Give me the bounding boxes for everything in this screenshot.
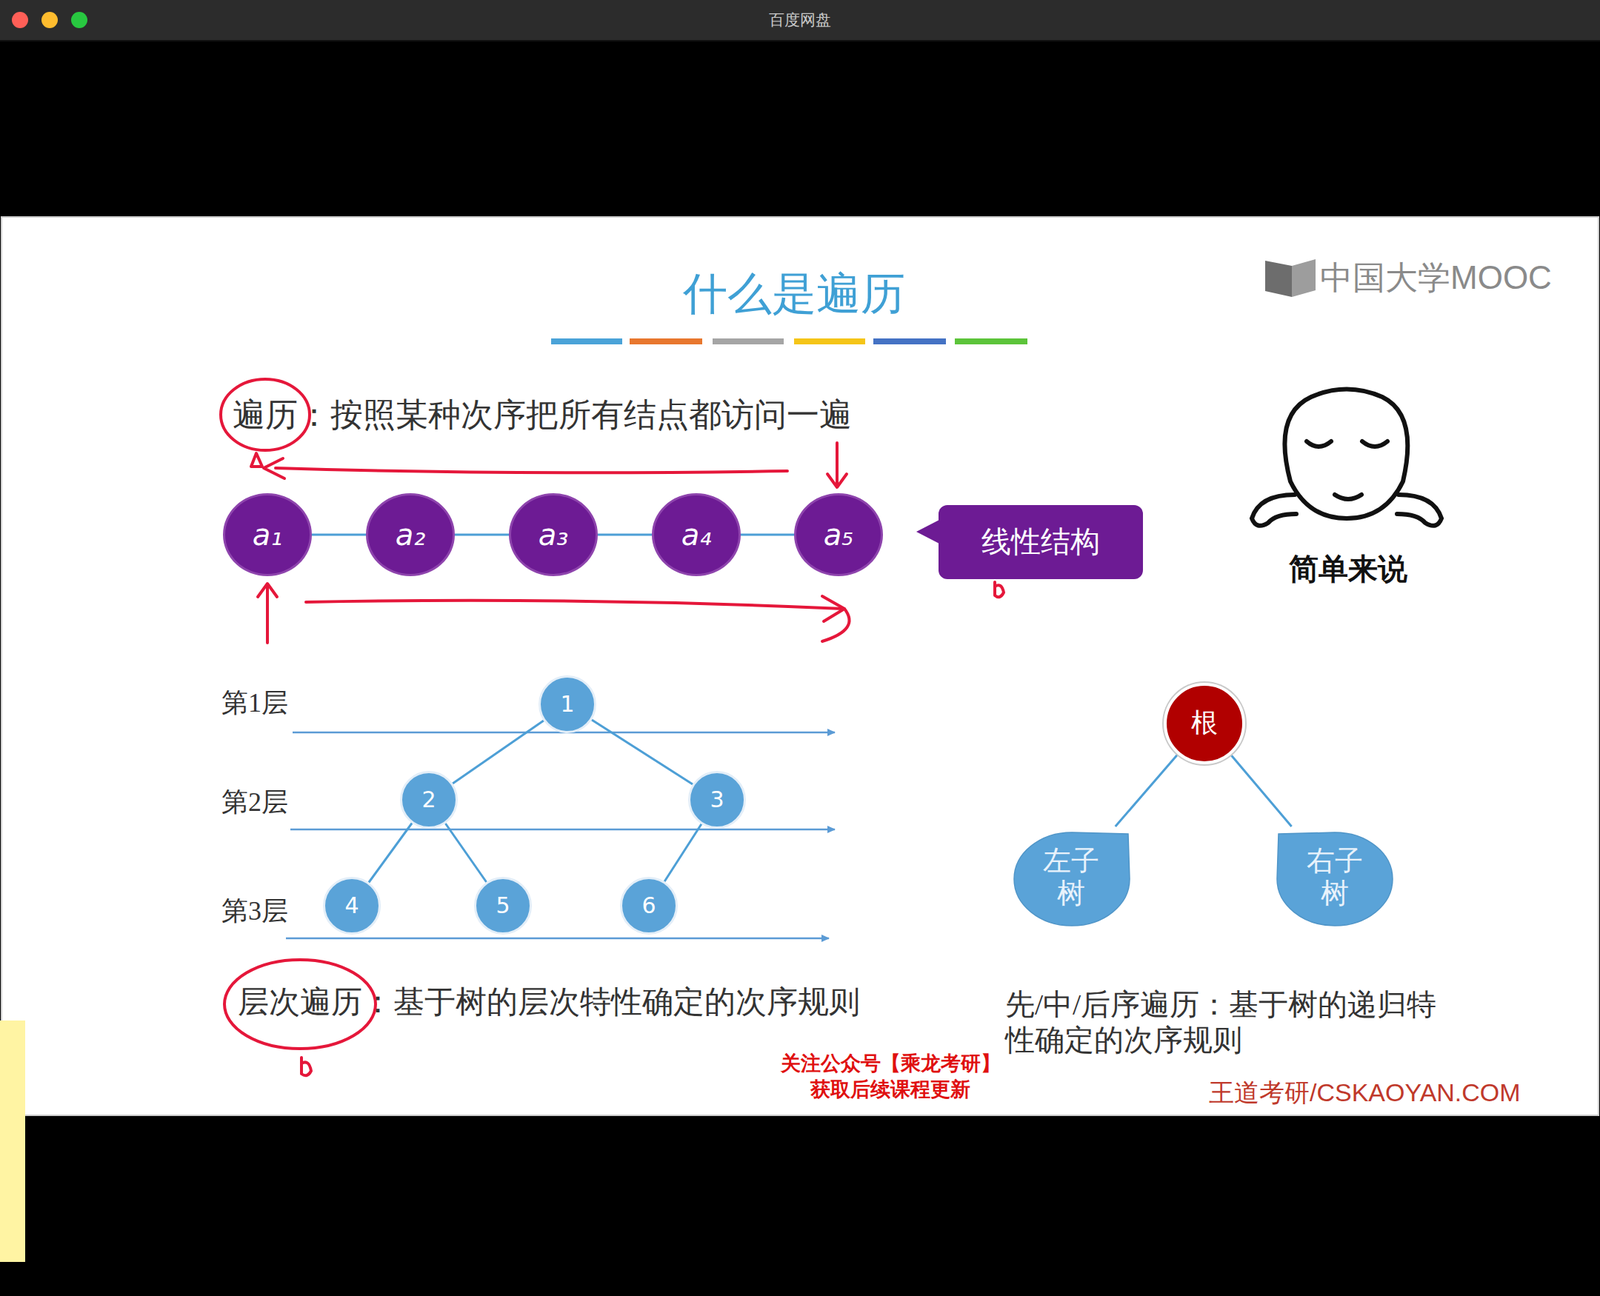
callout-box-text: 线性结构	[981, 525, 1100, 560]
tree-node-text: 1	[560, 691, 575, 718]
callout-box: 线性结构	[938, 505, 1143, 580]
connector	[591, 720, 693, 785]
connector	[445, 823, 486, 883]
promo-note: 获取后续课程更新	[810, 1077, 971, 1103]
sticky-strip	[0, 1020, 26, 1263]
promo-note: 关注公众号【乘龙考研】	[780, 1051, 1001, 1078]
connector	[740, 534, 795, 537]
level-label: 第2层	[221, 785, 289, 820]
minimize-button	[41, 11, 58, 29]
slide	[1, 217, 1599, 1116]
tree-node: 5	[474, 877, 532, 935]
tree-node-text: 6	[641, 893, 656, 920]
definition-text: 遍历：按照某种次序把所有结点都访问一遍	[232, 394, 852, 437]
tree-node: 1	[538, 675, 597, 734]
face-caption: 简单来说	[1288, 549, 1408, 589]
connector	[368, 823, 412, 883]
linear-node: a₄	[651, 493, 741, 577]
linear-node: a₅	[794, 493, 883, 577]
level-label: 第3层	[221, 894, 289, 929]
subtree-shape-text: 左子树	[1041, 845, 1101, 910]
tree-node-text: 3	[709, 787, 724, 814]
level-arrows	[285, 732, 835, 939]
tree-node-text: 4	[344, 893, 359, 920]
connector	[1231, 754, 1292, 827]
color-bars	[551, 338, 1028, 345]
callout-pointer	[916, 520, 940, 544]
root-node-text: 根	[1191, 708, 1218, 739]
red-annotations	[220, 379, 1004, 1076]
subtree-shape: 右子树	[1274, 826, 1396, 929]
mooc-logo-icon	[1265, 259, 1316, 298]
face-illustration	[1251, 389, 1442, 526]
title-bar	[0, 0, 1600, 41]
connector	[664, 824, 702, 882]
linear-node-text: a₂	[395, 517, 426, 552]
definition-text: 层次遍历：基于树的层次特性确定的次序规则	[237, 982, 860, 1023]
connector	[1115, 754, 1178, 827]
connector	[452, 720, 544, 784]
tree-node: 6	[620, 877, 678, 935]
logo-text: 中国大学MOOC	[1320, 256, 1552, 299]
tree-node-text: 5	[495, 893, 510, 920]
subtree-shape-text: 右子树	[1305, 845, 1365, 910]
level-label: 第1层	[221, 685, 289, 721]
window-title: 百度网盘	[768, 9, 832, 30]
tree-node: 4	[322, 877, 381, 935]
tree-node: 3	[688, 771, 746, 829]
zoom-button	[71, 11, 88, 29]
close-button	[11, 11, 29, 29]
tree-node-text: 2	[421, 787, 436, 814]
title-bar-edge	[0, 40, 1600, 42]
linear-node: a₁	[222, 493, 312, 577]
linear-node-text: a₃	[538, 517, 569, 552]
connector	[597, 534, 652, 537]
linear-node-text: a₁	[252, 517, 283, 552]
linear-node-text: a₅	[823, 517, 855, 552]
connector	[311, 534, 366, 537]
watermark: 王道考研/CSKAOYAN.COM	[1208, 1076, 1521, 1109]
definition-text: 先/中/后序遍历：基于树的递归特性确定的次序规则	[1005, 987, 1450, 1059]
root-node: 根	[1163, 682, 1246, 765]
linear-node-text: a₄	[681, 517, 712, 552]
tree-node: 2	[400, 771, 458, 829]
subtree-fill	[1277, 832, 1393, 926]
linear-node: a₂	[365, 493, 455, 577]
slide-title: 什么是遍历	[682, 265, 906, 323]
subtree-fill	[1014, 832, 1130, 926]
connector	[454, 534, 509, 537]
subtree-shape: 左子树	[1011, 826, 1132, 929]
linear-node: a₃	[508, 493, 598, 577]
